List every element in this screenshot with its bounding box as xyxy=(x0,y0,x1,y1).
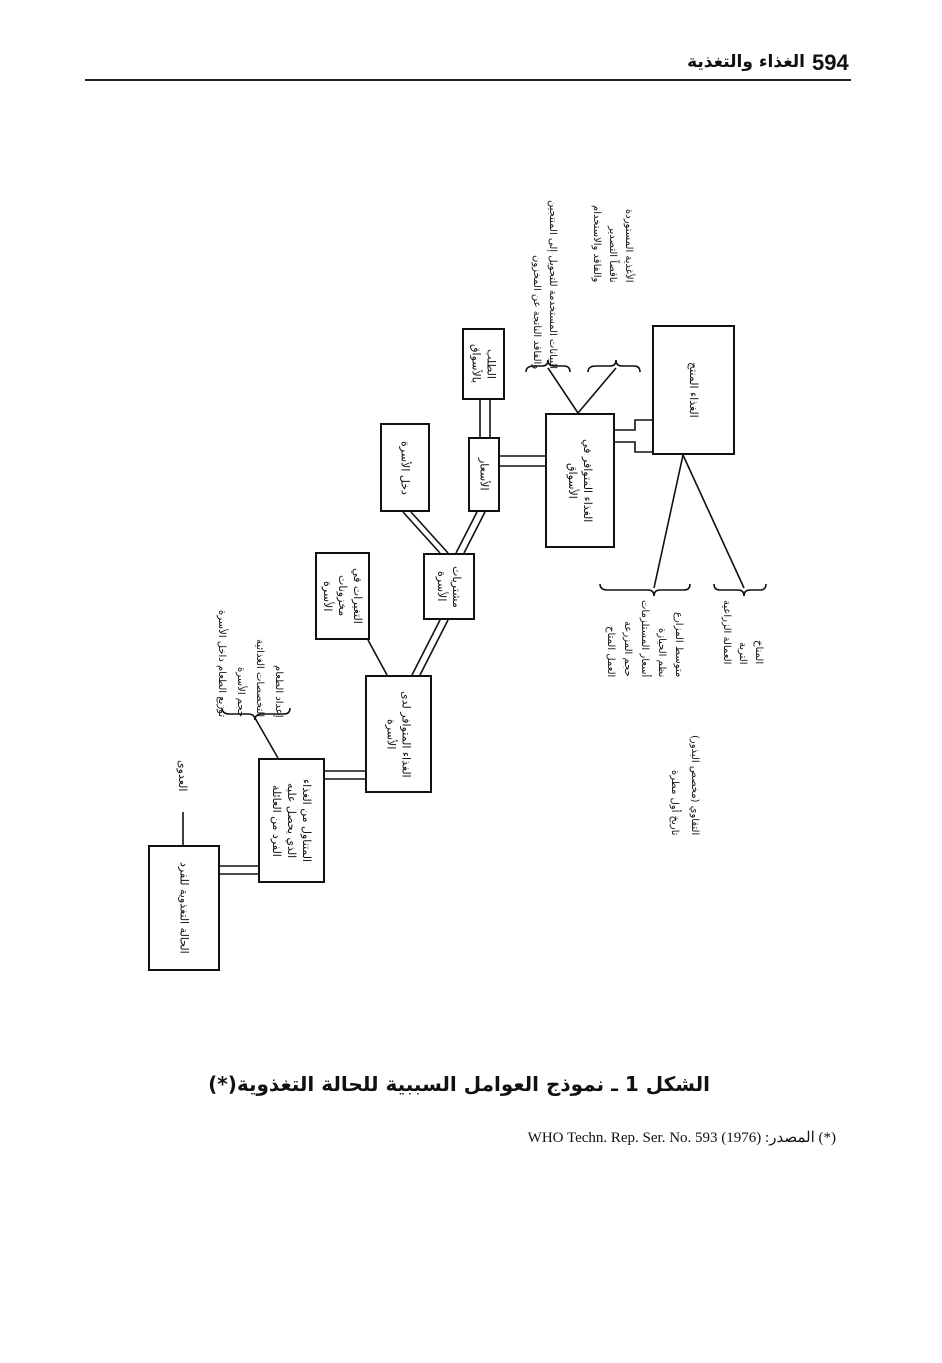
figure-source: (*) المصدر: WHO Techn. Rep. Ser. No. 593… xyxy=(527,1130,836,1146)
box-household-purchases: مشتريات الأسرة xyxy=(423,553,475,620)
group-item: حجم المزرعة xyxy=(622,621,633,678)
box-stock-changes: التغيرات في مخزونات الأسرة xyxy=(315,552,370,640)
box-label: مشتريات الأسرة xyxy=(435,565,463,608)
running-title: الغذاء والتغذية xyxy=(687,52,805,72)
box-prices: الأسعار xyxy=(468,437,500,512)
box-label: الغذاء المنتج xyxy=(687,362,700,418)
group-item: المناخ xyxy=(753,640,764,665)
box-individual-intake: المتناول من الغذاء الذي يحصل عليه الفرد … xyxy=(258,758,325,883)
group-item: والفاقد الناتجة عن المخزون xyxy=(531,254,542,370)
box-label: الطلب بالأسواق xyxy=(469,344,498,384)
group-item: التقاوي (مخصص البذور) xyxy=(689,735,700,836)
group-item: ناقصاً التصدير xyxy=(607,225,618,283)
box-household-income: دخل الأسرة xyxy=(380,423,430,512)
box-label: الحالة التغذوية للفرد xyxy=(177,862,191,954)
group-item: إعداد الطعام xyxy=(273,664,284,718)
box-food-available-household: الغذاء المتوافر لدى الأسرة xyxy=(365,675,432,793)
group-item: العمالة الزراعية xyxy=(721,600,732,665)
box-label: التغيرات في مخزونات الأسرة xyxy=(321,568,364,624)
box-label: الأسعار xyxy=(477,458,491,491)
box-food-produced: الغذاء المنتج xyxy=(652,325,735,455)
conversion-group: البيانات المستخدمة للتحويل إلى المنتجين و… xyxy=(528,200,560,369)
household-factors-group: إعداد الطعام التخصصات الغذائية حجم الأسرة ت… xyxy=(212,610,288,717)
group-item: متوسط المزارع xyxy=(673,611,684,678)
group-item: حجم الأسرة xyxy=(235,667,246,718)
box-label: الغذاء المتوافر في الأسواق xyxy=(566,438,594,523)
environment-group: المناخ التربة العمالة الزراعية xyxy=(718,600,766,664)
group-item: نظم الحيازة xyxy=(656,628,667,678)
imports-group: الأغذية المستوردة ناقصاً التصدير والفاقد و… xyxy=(588,205,636,282)
group-item: البيانات المستخدمة للتحويل إلى المنتجين xyxy=(547,200,558,370)
farming-group: متوسط المزارع نظم الحيازة أسعار المستلزمات… xyxy=(602,600,687,677)
group-item: العمل المتاح xyxy=(605,625,616,678)
group-item: والفاقد والاستخدام xyxy=(591,205,602,283)
header-rule xyxy=(85,79,851,81)
group-item: الأغذية المستوردة xyxy=(623,208,634,283)
box-label: دخل الأسرة xyxy=(398,440,412,495)
box-food-available-markets: الغذاء المتوافر في الأسواق xyxy=(545,413,615,548)
group-item: توزيع الطعام داخل الأسرة xyxy=(216,610,227,718)
page-number: 594 xyxy=(812,50,849,75)
box-market-demand: الطلب بالأسواق xyxy=(462,328,505,400)
figure-caption: الشكل 1 ـ نموذج العوامل السببية للحالة ا… xyxy=(208,1072,710,1096)
group-item: التربة xyxy=(737,641,748,665)
group-item: أسعار المستلزمات xyxy=(639,600,650,678)
box-label: المتناول من الغذاء الذي يحصل عليه الفرد … xyxy=(270,778,313,863)
seed-note: التقاوي (مخصص البذور) تاريخ أول مطرة xyxy=(664,735,704,835)
group-item: التخصصات الغذائية xyxy=(254,639,265,718)
box-label: الغذاء المتوافر لدى الأسرة xyxy=(384,690,413,778)
box-nutritional-status: الحالة التغذوية للفرد xyxy=(148,845,220,971)
infection-label: العدوى xyxy=(176,760,189,792)
group-item: تاريخ أول مطرة xyxy=(669,769,680,836)
